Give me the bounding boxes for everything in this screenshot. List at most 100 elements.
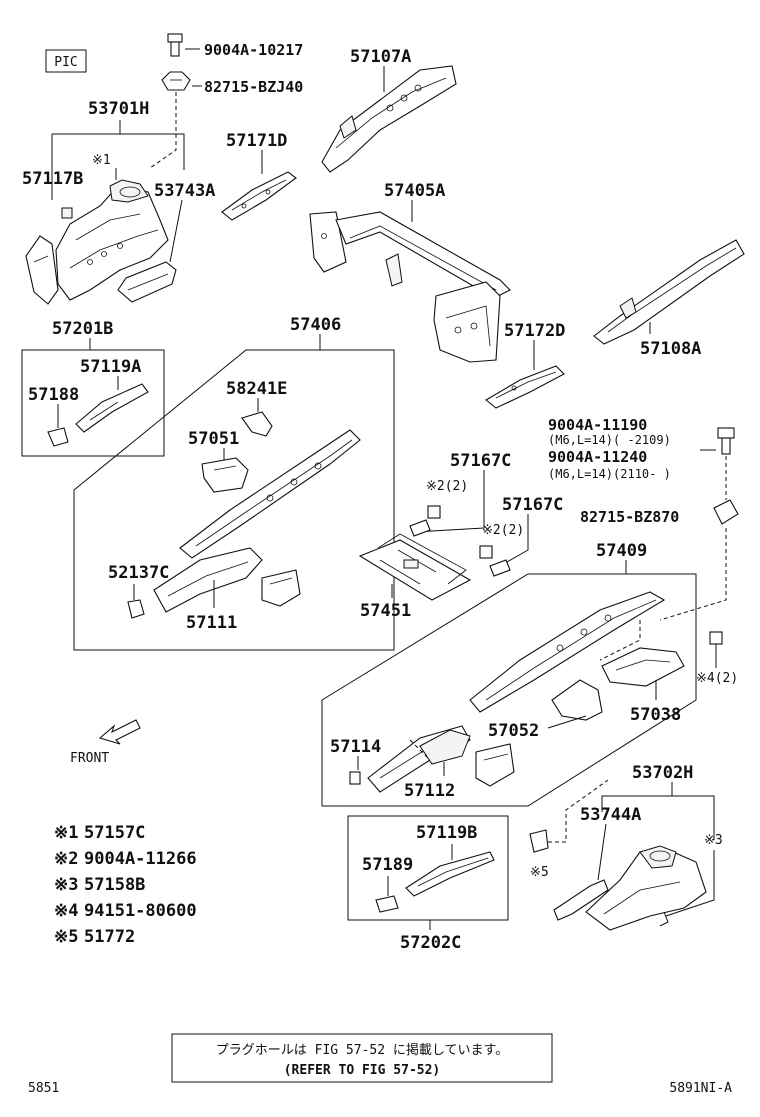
label-57406: 57406 [290,315,341,335]
legend-mark-1: ※1 [54,823,78,843]
label-57188: 57188 [28,385,79,405]
label-82715-BZ870: 82715-BZ870 [580,508,679,526]
label-57117B: 57117B [22,169,83,189]
label-57167C-b: 57167C [502,495,563,515]
legend-part-5: 51772 [84,927,135,947]
label-57038: 57038 [630,705,681,725]
reinforcement-57171D-drawing [221,171,297,221]
box-57202C [347,815,509,921]
label-58241E: 58241E [226,379,287,399]
clip-82715-BZ870-drawing [713,499,739,525]
brace-53744A-drawing [553,879,609,921]
label-53743A: 53743A [154,181,215,201]
bracket-57038-drawing [601,647,685,687]
brace-57119B-drawing [405,851,495,897]
reinforcement-57111-drawing [153,547,263,613]
label-9004A-11190: 9004A-11190 [548,416,647,434]
callout-1: ※1 [92,153,111,168]
rail-57108A-drawing [593,239,745,345]
callout-5: ※5 [530,865,549,880]
label-57111: 57111 [186,613,237,633]
brace-57119A-drawing [75,383,149,433]
label-57202C: 57202C [400,933,461,953]
bolt-9004A-11190-drawing [717,427,735,455]
sidemember-57406-drawing [179,429,361,559]
legend: ※1 57157C ※2 9004A-11266 ※3 57158B ※4 94… [54,823,197,947]
label-53701H: 53701H [88,99,149,119]
label-53744A: 53744A [580,805,641,825]
label-52137C: 52137C [108,563,169,583]
label-57119A: 57119A [80,357,141,377]
label-9004A-11240: 9004A-11240 [548,448,647,466]
outline-57409 [321,573,697,807]
pic-box [45,49,87,73]
clip-51772-drawing [529,829,549,853]
label-57201B: 57201B [52,319,113,339]
apron-53701H-drawing [55,179,169,301]
clip-57167C-a-drawing [409,519,431,537]
label-9004A-10217: 9004A-10217 [204,41,303,59]
bolt-2b-drawing [479,545,493,559]
crossmember-57405A-drawing [309,211,511,363]
legend-part-1: 57157C [84,823,145,843]
pic-label: PIC [54,55,77,70]
bracket-57052-drawing [551,679,603,721]
plate-57189-drawing [375,895,399,913]
rail-57107A-drawing [321,65,457,173]
label-57107A: 57107A [350,47,411,67]
legend-mark-5: ※5 [54,927,78,947]
plate-57188-drawing [47,427,69,447]
legend-part-3: 57158B [84,875,145,895]
label-82715-BZJ40: 82715-BZJ40 [204,78,303,96]
label-57409: 57409 [596,541,647,561]
callout-4: ※4(2) [696,671,738,686]
apron-53702H-drawing [585,845,707,931]
clip-82715-BZJ40-drawing [161,71,191,91]
note-9004A-11240: (M6,L=14)(2110- ) [548,467,671,481]
panel-57117B-drawing [25,207,73,305]
legend-mark-2: ※2 [54,849,78,869]
legend-mark-3: ※3 [54,875,78,895]
sidemember-57409-drawing [469,591,666,713]
front-arrow-icon [98,719,141,745]
footer-note-line2: (REFER TO FIG 57-52) [284,1063,441,1078]
label-57112: 57112 [404,781,455,801]
footer-note-box [171,1033,553,1083]
bracket-57111b-drawing [261,569,301,607]
label-57171D: 57171D [226,131,287,151]
reinforcement-57112-drawing [419,729,471,765]
label-57172D: 57172D [504,321,565,341]
callout-3: ※3 [704,833,723,848]
label-57114: 57114 [330,737,381,757]
label-57052: 57052 [488,721,539,741]
callout-2b: ※2(2) [482,523,524,538]
brace-53743A-drawing [117,261,177,303]
nut-4-drawing [709,631,723,645]
label-53702H: 53702H [632,763,693,783]
legend-mark-4: ※4 [54,901,78,921]
label-57451: 57451 [360,601,411,621]
callout-2a: ※2(2) [426,479,468,494]
bracket-57112b-drawing [475,743,515,787]
legend-part-2: 9004A-11266 [84,849,197,869]
bolt-2a-drawing [427,505,441,519]
front-label: FRONT [70,751,109,766]
bracket-52137C-drawing [127,599,145,619]
label-57119B: 57119B [416,823,477,843]
clip-57167C-b-drawing [489,559,511,577]
outline-57406 [73,349,395,651]
label-57189: 57189 [362,855,413,875]
figure-code: 5891NI-A [669,1081,732,1096]
page-number: 5851 [28,1081,59,1096]
reinforcement-57172D-drawing [485,365,565,409]
label-57051: 57051 [188,429,239,449]
note-9004A-11190: (M6,L=14)( -2109) [548,433,671,447]
bracket-58241E-drawing [241,411,273,437]
box-57201B [21,349,165,457]
legend-part-4: 94151-80600 [84,901,197,921]
label-57108A: 57108A [640,339,701,359]
label-57167C-a: 57167C [450,451,511,471]
bolt-9004A-10217-drawing [167,33,183,57]
